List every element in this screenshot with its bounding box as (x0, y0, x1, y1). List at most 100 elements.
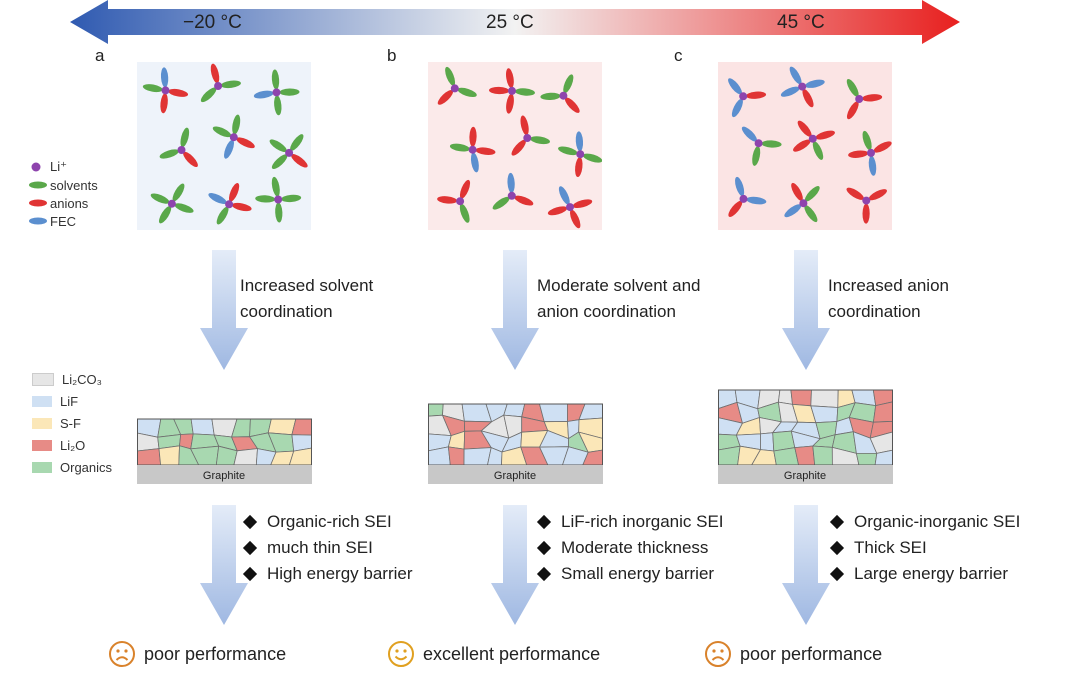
li-ion (167, 199, 176, 208)
molecule (279, 88, 300, 96)
bullet-item: Thick SEI (829, 535, 1020, 561)
molecule (269, 139, 287, 152)
panel-letter-b: b (387, 46, 397, 65)
sei-grain (503, 403, 526, 418)
molecule (791, 182, 803, 201)
down-arrow-a1 (200, 250, 248, 370)
li-ion (229, 133, 238, 142)
sad-face-icon (109, 641, 135, 667)
molecule (231, 202, 252, 212)
sei-grain (812, 445, 833, 466)
panel-letter-a: a (95, 46, 105, 65)
molecule (437, 196, 458, 204)
diamond-bullet-icon (242, 540, 258, 556)
sei-grain (869, 431, 893, 454)
li-ion (507, 191, 516, 200)
sei-properties-b: LiF-rich inorganic SEI Moderate thicknes… (536, 509, 724, 587)
molecule (802, 89, 814, 108)
temperature-gradient-arrow (70, 0, 960, 44)
molecule (159, 205, 172, 224)
li-ion (214, 82, 223, 90)
sei-grain (773, 447, 800, 466)
molecule (583, 153, 602, 163)
bullet-item: High energy barrier (242, 561, 413, 587)
graphite-label: Graphite (494, 470, 536, 482)
li-ion (225, 200, 234, 209)
molecule (489, 86, 509, 95)
down-arrow-a2 (200, 505, 248, 625)
molecule (735, 176, 745, 197)
molecule (797, 120, 812, 137)
li-ion (576, 150, 585, 159)
li-ion (739, 194, 748, 203)
molecule (558, 186, 570, 205)
molecule (862, 130, 872, 151)
legend-li2o: Li₂O (32, 434, 112, 456)
sei-grain (810, 389, 839, 408)
solvation-box-b (428, 62, 602, 230)
li-ion (855, 95, 864, 103)
molecule (449, 143, 470, 152)
diamond-bullet-icon (536, 566, 552, 582)
down-arrow-c2 (782, 505, 830, 625)
lif-swatch (32, 395, 52, 407)
legend-lif: LiF (32, 390, 112, 412)
molecule (469, 126, 477, 147)
bullet-item: Organic-rich SEI (242, 509, 413, 535)
molecule (253, 90, 274, 99)
li-ion (508, 86, 516, 95)
li-ion (799, 199, 808, 208)
li-ion (468, 145, 477, 154)
molecule (492, 196, 510, 210)
molecule (873, 141, 892, 153)
molecule (846, 78, 859, 97)
molecule (470, 152, 479, 173)
sei-grain (810, 405, 839, 424)
molecule (789, 66, 802, 85)
result-b: excellent performance (387, 640, 600, 668)
molecule (731, 98, 743, 118)
sei-grain (538, 403, 568, 423)
down-arrow-b2 (491, 505, 539, 625)
molecule (741, 126, 757, 142)
molecule (142, 84, 163, 93)
molecule (221, 80, 241, 89)
molecule (570, 209, 581, 229)
molecule (210, 63, 220, 84)
legend-li-ion: Li⁺ (28, 158, 98, 176)
sei-grain (190, 418, 215, 436)
molecule (812, 141, 824, 160)
sei-grain (872, 401, 893, 423)
result-c: poor performance (704, 640, 882, 668)
molecule (224, 139, 234, 159)
sei-layer-c: Graphite (718, 389, 893, 484)
molecule (752, 146, 761, 166)
molecule (212, 126, 232, 138)
graphite-substrate (137, 465, 312, 484)
graphite-label: Graphite (203, 470, 245, 482)
solvent-icon (29, 181, 47, 189)
molecule (172, 183, 185, 202)
sei-properties-a: Organic-rich SEI much thin SEI High ener… (242, 509, 413, 587)
li-ion (274, 195, 283, 204)
molecule (291, 154, 308, 168)
molecule (514, 195, 534, 206)
molecule (563, 74, 574, 94)
graphite-substrate (428, 465, 603, 484)
sei-properties-c: Organic-inorganic SEI Thick SEI Large en… (829, 509, 1020, 587)
bullet-item: much thin SEI (242, 535, 413, 561)
molecule (780, 86, 800, 97)
molecule (274, 95, 282, 116)
molecule (848, 150, 869, 158)
li-ion (867, 148, 875, 157)
sei-legend: Li₂CO₃ LiF S-F Li₂O Organics (32, 368, 112, 478)
molecule (475, 147, 496, 155)
bullet-item: Small energy barrier (536, 561, 724, 587)
molecule (232, 114, 241, 135)
li-ion (559, 91, 568, 100)
sei-grain (577, 431, 603, 453)
molecule (159, 149, 179, 159)
graphite-substrate (718, 465, 893, 484)
li-ion (739, 92, 748, 101)
li-ion (523, 134, 532, 142)
